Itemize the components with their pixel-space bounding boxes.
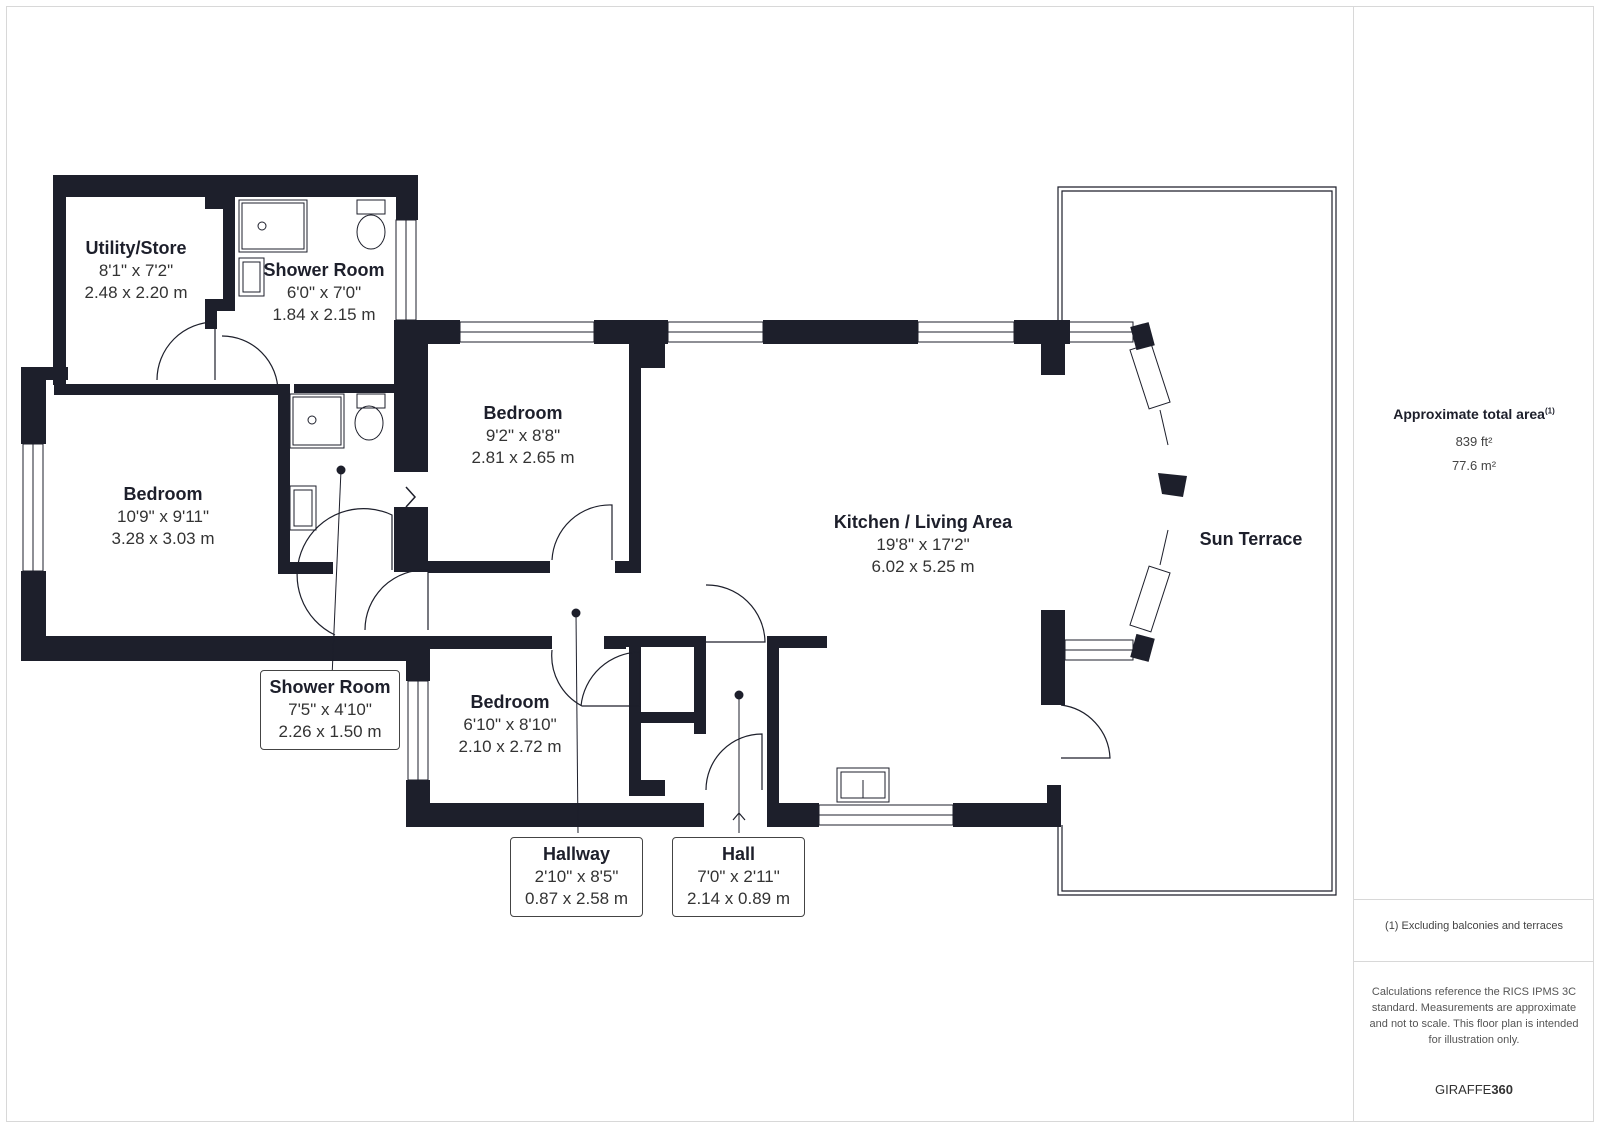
- room-label-sun-terrace: Sun Terrace: [1200, 527, 1303, 551]
- room-label-utility: Utility/Store 8'1" x 7'2" 2.48 x 2.20 m: [84, 236, 187, 304]
- room-name: Bedroom: [470, 692, 550, 712]
- room-dim-metric: 2.48 x 2.20 m: [84, 283, 188, 302]
- room-dim-imperial: 6'0" x 7'0": [286, 283, 362, 302]
- area-title: Approximate total area(1): [1364, 406, 1584, 422]
- room-name: Sun Terrace: [1199, 529, 1303, 549]
- room-label-shower-top: Shower Room 6'0" x 7'0" 1.84 x 2.15 m: [263, 258, 384, 326]
- area-imperial: 839 ft²: [1455, 434, 1493, 449]
- room-dim-metric: 1.84 x 2.15 m: [272, 305, 376, 324]
- room-dim-metric: 0.87 x 2.58 m: [524, 889, 628, 908]
- room-dim-imperial: 9'2" x 8'8": [485, 426, 561, 445]
- panel-divider: [1354, 899, 1594, 900]
- room-dim-imperial: 10'9" x 9'11": [117, 507, 209, 526]
- room-name: Utility/Store: [85, 238, 187, 258]
- room-dim-imperial: 8'1" x 7'2": [98, 261, 174, 280]
- room-dim-imperial: 6'10" x 8'10": [463, 715, 557, 734]
- sun-terrace-outline: [1057, 186, 1337, 896]
- brand-prefix: GIRAFFE: [1434, 1082, 1492, 1097]
- room-dim-metric: 2.26 x 1.50 m: [278, 722, 382, 741]
- room-dim-metric: 2.10 x 2.72 m: [458, 737, 562, 756]
- brand-suffix: 360: [1491, 1082, 1514, 1097]
- room-name: Hallway: [542, 844, 611, 864]
- panel-divider: [1354, 961, 1594, 962]
- room-dim-imperial: 7'5" x 4'10": [288, 700, 372, 719]
- walls: [21, 175, 1187, 827]
- windows: [22, 196, 1171, 826]
- room-name: Shower Room: [269, 677, 391, 697]
- room-dim-metric: 6.02 x 5.25 m: [871, 557, 975, 576]
- room-dim-metric: 2.14 x 0.89 m: [686, 889, 790, 908]
- room-dim-imperial: 2'10" x 8'5": [534, 867, 619, 886]
- footnote: (1) Excluding balconies and terraces: [1385, 920, 1563, 932]
- leader-lines: [331, 465, 744, 834]
- doors: [156, 321, 1111, 791]
- room-dim-imperial: 19'8" x 17'2": [876, 535, 970, 554]
- room-name: Shower Room: [263, 260, 385, 280]
- label-box-shower-lower: Shower Room 7'5" x 4'10" 2.26 x 1.50 m: [260, 670, 400, 750]
- room-label-kitchen: Kitchen / Living Area 19'8" x 17'2" 6.02…: [834, 510, 1012, 578]
- label-box-hall: Hall 7'0" x 2'11" 2.14 x 0.89 m: [672, 837, 805, 917]
- room-label-bedroom-small: Bedroom 6'10" x 8'10" 2.10 x 2.72 m: [458, 690, 561, 758]
- room-name: Bedroom: [483, 403, 563, 423]
- brand-logo: GIRAFFE360: [1364, 1082, 1584, 1097]
- fixtures: [238, 199, 890, 830]
- disclaimer: Calculations reference the RICS IPMS 3C …: [1369, 986, 1579, 1046]
- room-label-bedroom-left: Bedroom 10'9" x 9'11" 3.28 x 3.03 m: [111, 482, 214, 550]
- area-metric: 77.6 m²: [1451, 458, 1497, 473]
- area-note-mark: (1): [1544, 406, 1555, 416]
- plan-frame: [6, 6, 1594, 1122]
- room-label-bedroom-mid: Bedroom 9'2" x 8'8" 2.81 x 2.65 m: [471, 401, 574, 469]
- room-name: Kitchen / Living Area: [833, 512, 1013, 532]
- room-dim-imperial: 7'0" x 2'11": [697, 867, 780, 886]
- room-name: Bedroom: [123, 484, 203, 504]
- label-box-hallway: Hallway 2'10" x 8'5" 0.87 x 2.58 m: [510, 837, 643, 917]
- area-title-text: Approximate total area: [1393, 406, 1545, 422]
- room-dim-metric: 3.28 x 3.03 m: [111, 529, 215, 548]
- room-dim-metric: 2.81 x 2.65 m: [471, 448, 575, 467]
- room-name: Hall: [721, 844, 755, 864]
- info-panel: Approximate total area(1) 839 ft² 77.6 m…: [1353, 6, 1594, 1122]
